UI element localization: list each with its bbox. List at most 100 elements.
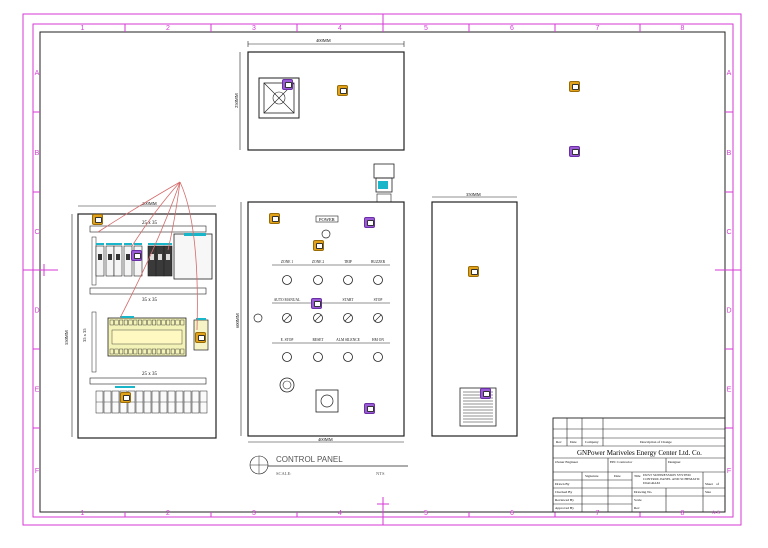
plc-terminal bbox=[170, 319, 175, 326]
plc-terminal bbox=[161, 348, 166, 355]
plc-terminal bbox=[114, 348, 119, 355]
plc-terminal bbox=[175, 319, 180, 326]
breaker-tag bbox=[148, 243, 156, 245]
reviewed-by-label: Reviewed By bbox=[555, 498, 574, 502]
lamp-indicator bbox=[282, 275, 292, 285]
scale-label: Scale bbox=[634, 498, 642, 502]
comment-note-icon[interactable] bbox=[468, 266, 479, 277]
plc-terminal bbox=[123, 348, 128, 355]
terminal-tag bbox=[115, 386, 135, 388]
rev-header-date: Date bbox=[570, 440, 577, 444]
row-label-D: D bbox=[34, 308, 39, 315]
breaker-toggle bbox=[158, 254, 162, 260]
button-indicator bbox=[343, 352, 353, 362]
comment-note-icon[interactable] bbox=[311, 298, 322, 309]
fan-panel bbox=[239, 41, 405, 151]
control-label: RESET bbox=[313, 338, 325, 342]
centering-marks bbox=[23, 14, 741, 525]
plc-terminal bbox=[137, 319, 142, 326]
comment-note-icon[interactable] bbox=[269, 213, 280, 224]
plc-terminal bbox=[123, 319, 128, 326]
breaker-tag bbox=[134, 243, 142, 245]
caption-scale-value: NTS bbox=[376, 471, 385, 476]
rev-label: Rev bbox=[634, 506, 640, 510]
control-label: START bbox=[343, 298, 355, 302]
control-label: TRIP bbox=[344, 260, 352, 264]
column-label-6: 6 bbox=[510, 510, 514, 517]
breaker-toggle bbox=[126, 254, 130, 260]
lamp-indicator bbox=[313, 275, 323, 285]
rev-header-description: Description of Change bbox=[640, 440, 672, 444]
comment-note-icon[interactable] bbox=[313, 240, 324, 251]
rev-header-company: Company bbox=[585, 440, 599, 444]
comment-note-icon[interactable] bbox=[195, 332, 206, 343]
switch-lever bbox=[374, 314, 382, 322]
circuit-breaker bbox=[113, 245, 123, 277]
backplate bbox=[71, 205, 217, 439]
column-label-3: 3 bbox=[252, 25, 256, 32]
button-indicator bbox=[282, 352, 292, 362]
comment-note-icon[interactable] bbox=[337, 85, 348, 96]
plc-terminal bbox=[147, 348, 152, 355]
designer-label: Designer bbox=[668, 460, 681, 464]
plc-terminal bbox=[119, 319, 124, 326]
plc-terminal bbox=[142, 348, 147, 355]
sheet-size: A-3 bbox=[712, 511, 720, 516]
breaker-toggle bbox=[166, 254, 170, 260]
control-label: STOP bbox=[374, 298, 383, 302]
column-label-4: 4 bbox=[338, 510, 342, 517]
column-label-2: 2 bbox=[166, 25, 170, 32]
breaker-tag bbox=[124, 243, 132, 245]
control-label: AUTO MANUAL bbox=[274, 298, 301, 302]
epc-label: EPC Contractor bbox=[610, 460, 633, 464]
comment-note-icon[interactable] bbox=[92, 214, 103, 225]
comment-note-icon[interactable] bbox=[364, 403, 375, 414]
cp-width-dim: 400MM bbox=[318, 437, 333, 442]
plc-terminal bbox=[180, 319, 185, 326]
circuit-breaker bbox=[163, 245, 173, 277]
caption-title: CONTROL PANEL bbox=[276, 455, 343, 464]
cp-height-dim: 600MM bbox=[235, 313, 240, 328]
switch-indicator bbox=[313, 313, 323, 323]
title-text-box: DUST SUPPRESSION SYSTEM CONTROL PANEL AN… bbox=[643, 473, 701, 485]
row-label-A: A bbox=[35, 70, 40, 77]
comment-note-icon[interactable] bbox=[120, 392, 131, 403]
button-indicator bbox=[373, 352, 383, 362]
breaker-tag bbox=[96, 243, 104, 245]
row-label-D: D bbox=[726, 308, 731, 315]
psu-tag bbox=[184, 233, 206, 236]
comment-note-icon[interactable] bbox=[282, 79, 293, 90]
comment-note-icon[interactable] bbox=[364, 217, 375, 228]
duct-label-top: 25 x 35 bbox=[142, 221, 158, 226]
plc-terminal bbox=[109, 348, 114, 355]
circuit-breaker bbox=[147, 245, 157, 277]
plc-terminal bbox=[152, 348, 157, 355]
column-label-5: 5 bbox=[424, 510, 428, 517]
breaker-toggle bbox=[150, 254, 154, 260]
drawing-caption bbox=[249, 455, 408, 475]
switch-lever bbox=[283, 314, 291, 322]
comment-note-icon[interactable] bbox=[480, 388, 491, 399]
terminal-block-row bbox=[95, 390, 208, 414]
plc-terminal bbox=[109, 319, 114, 326]
switch-indicator bbox=[343, 313, 353, 323]
fan-panel-width-dim: 400MM bbox=[316, 38, 331, 43]
lamp-indicator bbox=[373, 275, 383, 285]
breaker-toggle bbox=[116, 254, 120, 260]
comment-note-icon[interactable] bbox=[569, 81, 580, 92]
breaker-toggle bbox=[98, 254, 102, 260]
control-panel-door bbox=[240, 163, 405, 443]
column-label-8: 8 bbox=[681, 510, 685, 517]
column-label-5: 5 bbox=[424, 25, 428, 32]
signature-label: Signature bbox=[585, 474, 599, 478]
comment-note-icon[interactable] bbox=[569, 146, 580, 157]
drawing-title: DUST SUPPRESSION SYSTEM CONTROL PANEL AN… bbox=[643, 473, 701, 485]
breaker-toggle bbox=[108, 254, 112, 260]
plc-display bbox=[111, 329, 183, 345]
sheet-of-label: of bbox=[716, 482, 720, 486]
comment-note-icon[interactable] bbox=[131, 250, 142, 261]
size-label: Size bbox=[705, 490, 711, 494]
relay-tag bbox=[196, 318, 206, 320]
